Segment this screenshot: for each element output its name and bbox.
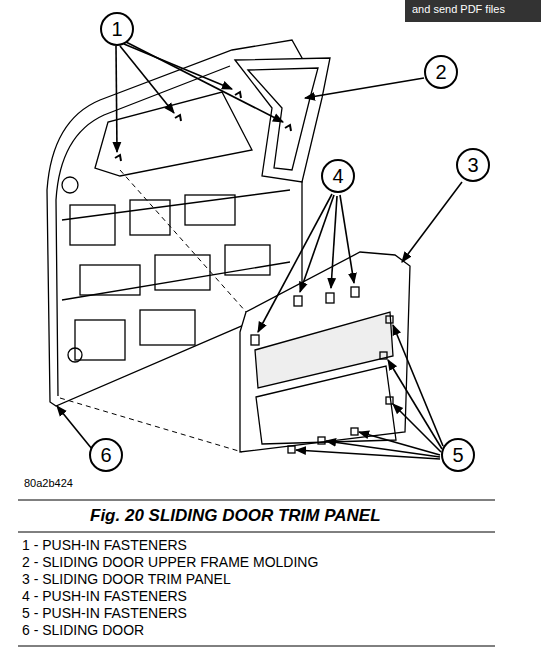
top-bar bbox=[405, 0, 541, 22]
figure-code: 80a2b424 bbox=[24, 477, 73, 489]
callout-circle: 4 bbox=[321, 159, 355, 193]
figure-caption: Fig. 20 SLIDING DOOR TRIM PANEL bbox=[90, 506, 381, 526]
legend-text: 4 - PUSH-IN FASTENERS bbox=[22, 588, 187, 604]
legend-text: 2 - SLIDING DOOR UPPER FRAME MOLDING bbox=[22, 554, 318, 570]
callout-number: 2 bbox=[435, 62, 446, 82]
legend-text: 3 - SLIDING DOOR TRIM PANEL bbox=[22, 571, 231, 587]
legend-text: 5 - PUSH-IN FASTENERS bbox=[22, 605, 187, 621]
rule bbox=[18, 532, 495, 533]
callout-circle: 5 bbox=[441, 438, 475, 472]
legend-text: 1 - PUSH-IN FASTENERS bbox=[22, 537, 187, 553]
callout-circle: 3 bbox=[456, 148, 490, 182]
rule bbox=[18, 646, 495, 647]
trim-panel bbox=[240, 252, 410, 453]
callout-circle: 6 bbox=[89, 438, 123, 472]
callout-number: 4 bbox=[332, 166, 343, 186]
callout-number: 5 bbox=[452, 445, 463, 465]
callout-number: 1 bbox=[111, 19, 122, 39]
leader-lines bbox=[57, 42, 462, 459]
rule bbox=[18, 500, 495, 501]
callout-circle: 2 bbox=[424, 55, 458, 89]
callout-number: 6 bbox=[100, 445, 111, 465]
header-text: and send PDF files bbox=[412, 3, 505, 15]
legend-text: 6 - SLIDING DOOR bbox=[22, 622, 144, 638]
callout-number: 3 bbox=[467, 155, 478, 175]
callout-circle: 1 bbox=[100, 12, 134, 46]
